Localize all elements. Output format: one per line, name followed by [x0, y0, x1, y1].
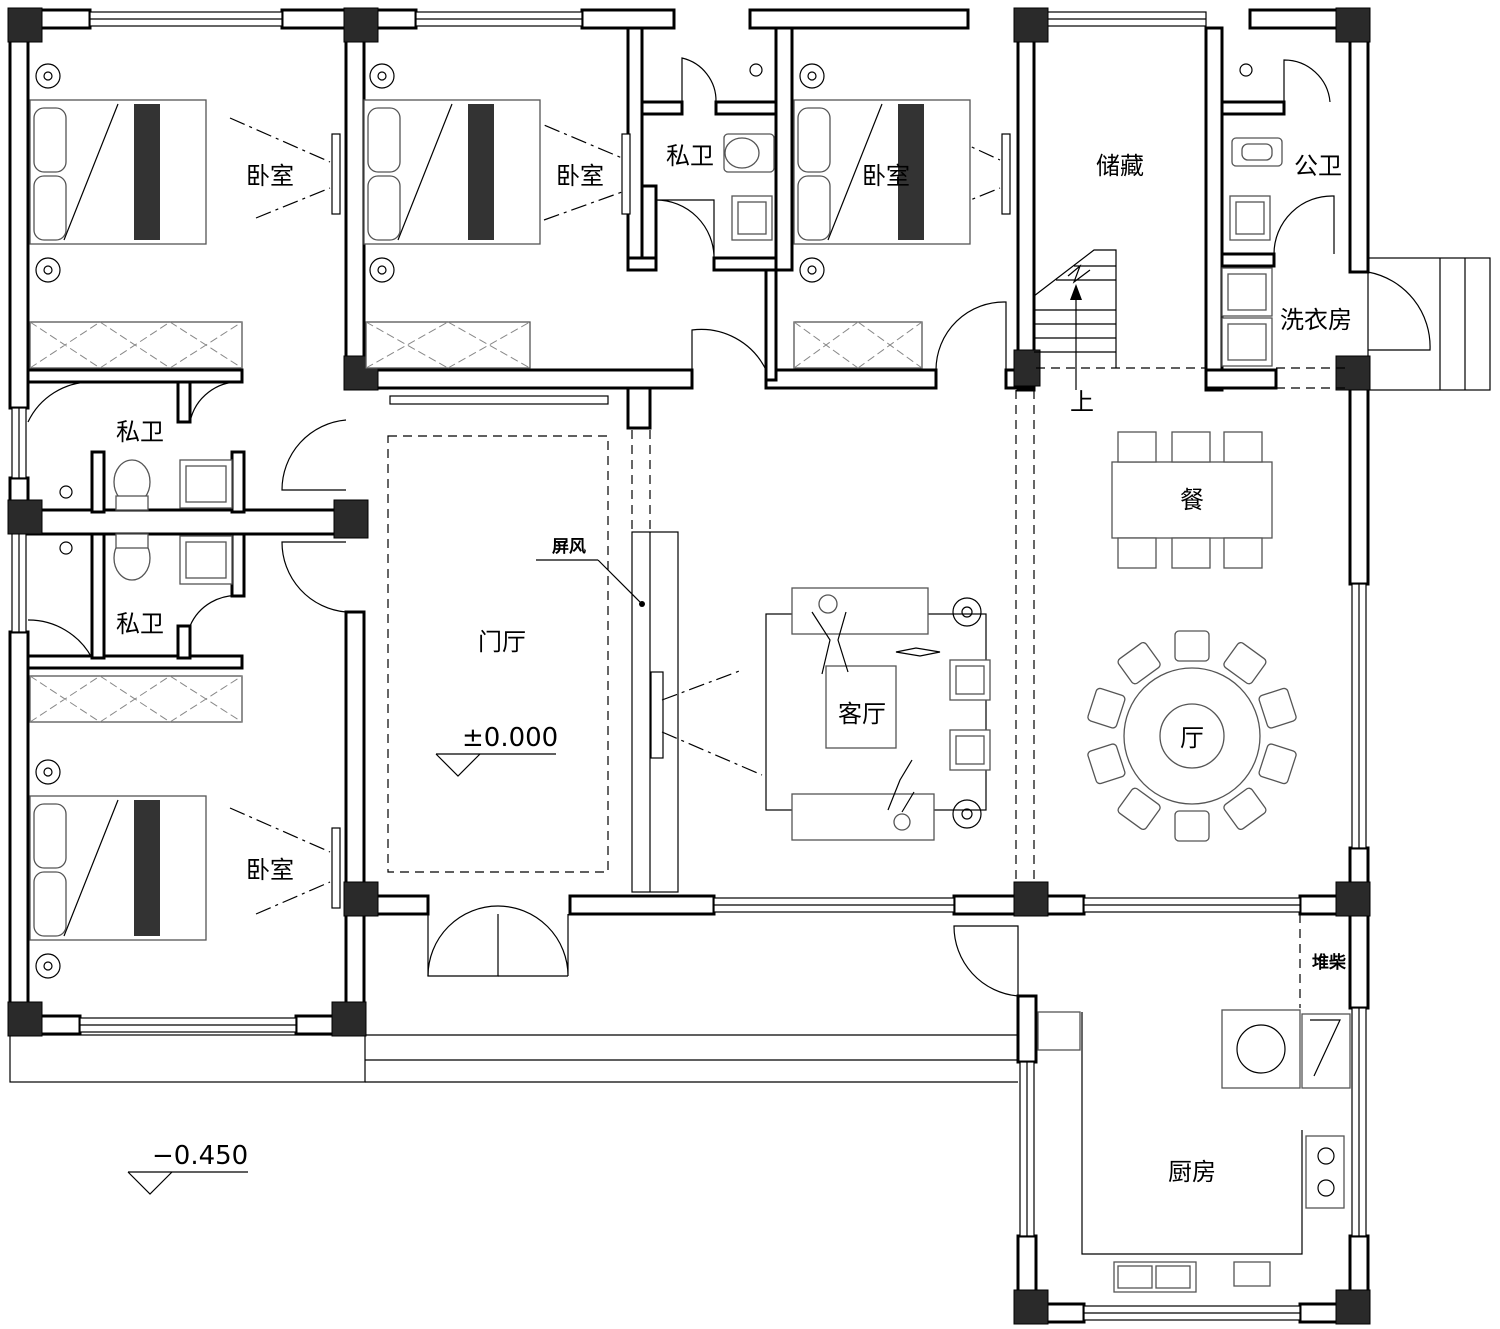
- level-outdoor-text: −0.450: [152, 1141, 248, 1171]
- bed-bottom-left: [29, 759, 207, 979]
- round-table-chair: [1117, 787, 1161, 831]
- label-bedroom-top-mid: 卧室: [556, 162, 604, 190]
- wardrobes: [29, 321, 923, 723]
- round-table-chair: [1117, 641, 1161, 685]
- round-table-chair: [1174, 630, 1210, 662]
- round-table-chair: [1087, 743, 1126, 785]
- label-bath-top: 私卫: [666, 142, 714, 170]
- bed-top-right: [793, 63, 971, 283]
- label-kitchen: 厨房: [1168, 1158, 1216, 1186]
- label-laundry: 洗衣房: [1280, 306, 1352, 334]
- label-bedroom-top-right: 卧室: [862, 162, 910, 190]
- round-table-chair: [1258, 743, 1297, 785]
- bath-fixtures: [59, 63, 1283, 585]
- windows: [11, 11, 1367, 1321]
- doors: [27, 57, 1431, 997]
- round-table-chair: [1087, 687, 1126, 729]
- walls: [8, 8, 1370, 1324]
- entry-steps: [1367, 257, 1491, 391]
- bed-top-left: [29, 63, 207, 283]
- label-dining-bottom: 厅: [1180, 724, 1204, 752]
- label-storage: 储藏: [1096, 152, 1144, 180]
- tv-sightlines: [229, 113, 1011, 915]
- label-living: 客厅: [838, 700, 886, 728]
- dining-table-rect: [1111, 431, 1273, 569]
- bed-top-mid: [363, 63, 541, 283]
- boundaries: [387, 367, 1350, 1008]
- round-table-chair: [1174, 810, 1210, 842]
- dining-table-round: [1087, 630, 1297, 842]
- screen-partition: [536, 531, 679, 893]
- living-furniture: [765, 587, 991, 841]
- round-table-chair: [1223, 787, 1267, 831]
- round-table-chair: [1258, 687, 1297, 729]
- label-bath-left-lower: 私卫: [116, 610, 164, 638]
- laundry-machines: [1221, 267, 1273, 367]
- label-screen: 屏风: [552, 537, 586, 557]
- label-public-bath: 公卫: [1294, 152, 1342, 180]
- label-dining-top: 餐: [1180, 486, 1204, 514]
- stairs: [1033, 249, 1117, 390]
- label-bath-left-upper: 私卫: [116, 418, 164, 446]
- round-table-chair: [1223, 641, 1267, 685]
- level-marker-outdoor: [127, 1171, 248, 1195]
- label-stair-up: 上: [1070, 388, 1094, 416]
- label-bedroom-top-left: 卧室: [246, 162, 294, 190]
- kitchen-fixtures: [1037, 1009, 1351, 1293]
- level-marker-indoor: [435, 753, 556, 777]
- label-foyer: 门厅: [478, 628, 526, 656]
- terrace: [9, 1034, 1018, 1083]
- label-bedroom-bottom-left: 卧室: [246, 856, 294, 884]
- columns: [7, 7, 1371, 1325]
- label-firewood: 堆柴: [1312, 952, 1347, 973]
- level-indoor-text: ±0.000: [462, 723, 558, 753]
